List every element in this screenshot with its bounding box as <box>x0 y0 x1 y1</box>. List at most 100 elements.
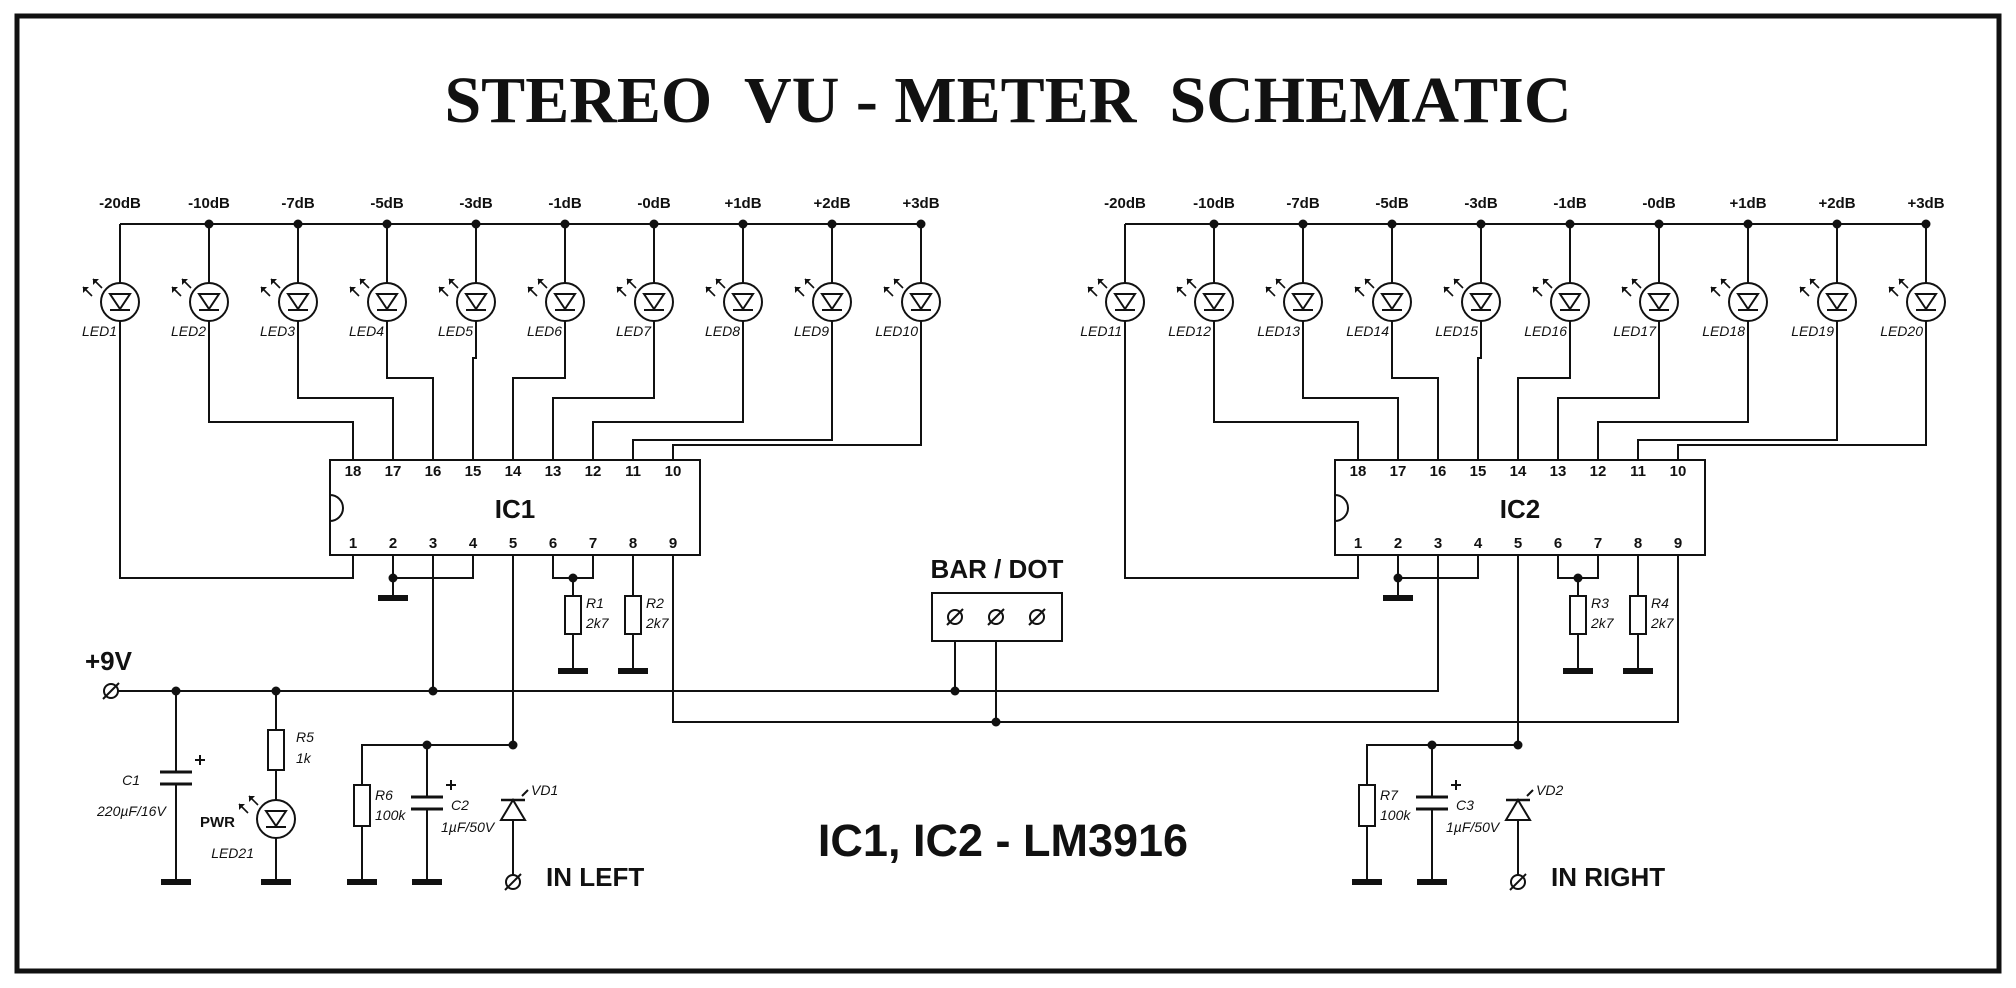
light-arrow-head <box>271 279 277 285</box>
light-arrow-head <box>1266 287 1272 293</box>
light-arrow-head <box>1721 279 1727 285</box>
resistor-r2 <box>624 595 642 635</box>
terminal-slash <box>504 873 522 891</box>
diode-vd2-arrow <box>1526 789 1534 797</box>
led-ref: LED3 <box>260 323 295 339</box>
led-led5 <box>456 282 496 322</box>
junction-dot <box>428 686 438 696</box>
led-led9-triangle <box>820 293 844 311</box>
led-led5-triangle <box>464 293 488 311</box>
light-arrow-head <box>172 287 178 293</box>
led-led6-triangle <box>553 293 577 311</box>
ic-pin-number: 4 <box>1474 535 1483 552</box>
db-level-label: -7dB <box>1286 195 1320 212</box>
led-led12-triangle <box>1202 293 1226 311</box>
led-ref: LED15 <box>1435 323 1478 339</box>
light-arrow-head <box>449 279 455 285</box>
led-led11 <box>1105 282 1145 322</box>
light-arrow-head <box>1454 279 1460 285</box>
resistor-ref: R5 <box>296 729 314 745</box>
ic-pin-number: 8 <box>1634 535 1642 552</box>
resistor-r7 <box>1358 784 1376 827</box>
led-led7 <box>634 282 674 322</box>
ic-pin-number: 6 <box>549 535 557 552</box>
led-led8-triangle <box>731 293 755 311</box>
ic-pin-number: 11 <box>625 463 641 480</box>
led-to-pin-wire <box>552 321 655 460</box>
light-arrow-head <box>894 279 900 285</box>
light-arrow-head <box>617 287 623 293</box>
led-ref: LED13 <box>1257 323 1300 339</box>
light-arrow-head <box>1187 279 1193 285</box>
ic-pin-number: 6 <box>1554 535 1562 552</box>
led-led3-triangle <box>286 293 310 311</box>
resistor-ref: R7 <box>1380 787 1399 803</box>
light-arrow-head <box>439 287 445 293</box>
led-ref: LED5 <box>438 323 473 339</box>
ic-notch <box>329 494 344 522</box>
led-to-pin-wire <box>1124 321 1359 579</box>
resistor-value: 2k7 <box>585 615 610 631</box>
light-arrow-head <box>627 279 633 285</box>
db-level-label: -3dB <box>1464 195 1498 212</box>
diode-vd1 <box>499 798 527 821</box>
resistor-r6 <box>353 784 371 827</box>
ic-pin-number: 15 <box>465 463 482 480</box>
terminal-slash <box>102 682 120 700</box>
led-led16-triangle <box>1558 293 1582 311</box>
db-level-label: -5dB <box>1375 195 1409 212</box>
ic-pin-number: 11 <box>1630 463 1646 480</box>
light-arrow-head <box>716 279 722 285</box>
db-level-label: +2dB <box>1818 195 1855 212</box>
ic-pin-number: 10 <box>665 463 682 480</box>
led-ref: LED10 <box>875 323 918 339</box>
ic-pin-number: 1 <box>1354 535 1362 552</box>
light-arrow-head <box>795 287 801 293</box>
db-level-label: +1dB <box>1729 195 1766 212</box>
db-level-label: -1dB <box>1553 195 1587 212</box>
led-led20-triangle <box>1914 293 1938 311</box>
led-ref: LED12 <box>1168 323 1211 339</box>
light-arrow-head <box>1622 287 1628 293</box>
resistor-ref: R4 <box>1651 595 1669 611</box>
terminal-slash <box>1028 608 1046 626</box>
light-arrow-head <box>884 287 890 293</box>
led-ref: LED21 <box>211 845 254 861</box>
ic-pin-number: 16 <box>425 463 442 480</box>
led-to-pin-wire <box>592 321 744 460</box>
db-level-label: -0dB <box>1642 195 1676 212</box>
resistor-r1 <box>564 595 582 635</box>
capacitor-value: 1µF/50V <box>441 819 496 835</box>
diode-ref: VD2 <box>1536 782 1563 798</box>
ic-pin-number: 13 <box>545 463 562 480</box>
led-to-pin-wire <box>512 321 566 460</box>
ic-pin-number: 4 <box>469 535 478 552</box>
capacitor-ref: C1 <box>122 772 140 788</box>
led-led12 <box>1194 282 1234 322</box>
light-arrow-head <box>1800 287 1806 293</box>
ic-body <box>329 459 701 556</box>
resistor-value: 2k7 <box>1650 615 1675 631</box>
led-ref: LED9 <box>794 323 829 339</box>
schematic-title: STEREO VU - METER SCHEMATIC <box>444 64 1571 137</box>
db-level-label: -1dB <box>548 195 582 212</box>
led-led14-triangle <box>1380 293 1404 311</box>
terminal-slash <box>987 608 1005 626</box>
ic-pin-number: 14 <box>1510 463 1527 480</box>
ic2-pin3-supply <box>433 555 1439 692</box>
light-arrow-head <box>182 279 188 285</box>
ic-pin-number: 2 <box>1394 535 1402 552</box>
resistor-r5 <box>267 729 285 771</box>
db-level-label: +1dB <box>724 195 761 212</box>
light-arrow-head <box>538 279 544 285</box>
ic-pin-number: 18 <box>345 463 362 480</box>
led-led8 <box>723 282 763 322</box>
ic-pin-number: 15 <box>1470 463 1487 480</box>
led-ref: LED19 <box>1791 323 1834 339</box>
capacitor-value: 1µF/50V <box>1446 819 1501 835</box>
light-arrow-head <box>350 287 356 293</box>
led-ref: LED17 <box>1613 323 1657 339</box>
led-to-pin-wire <box>386 321 434 460</box>
led-to-pin-wire <box>1517 321 1571 460</box>
